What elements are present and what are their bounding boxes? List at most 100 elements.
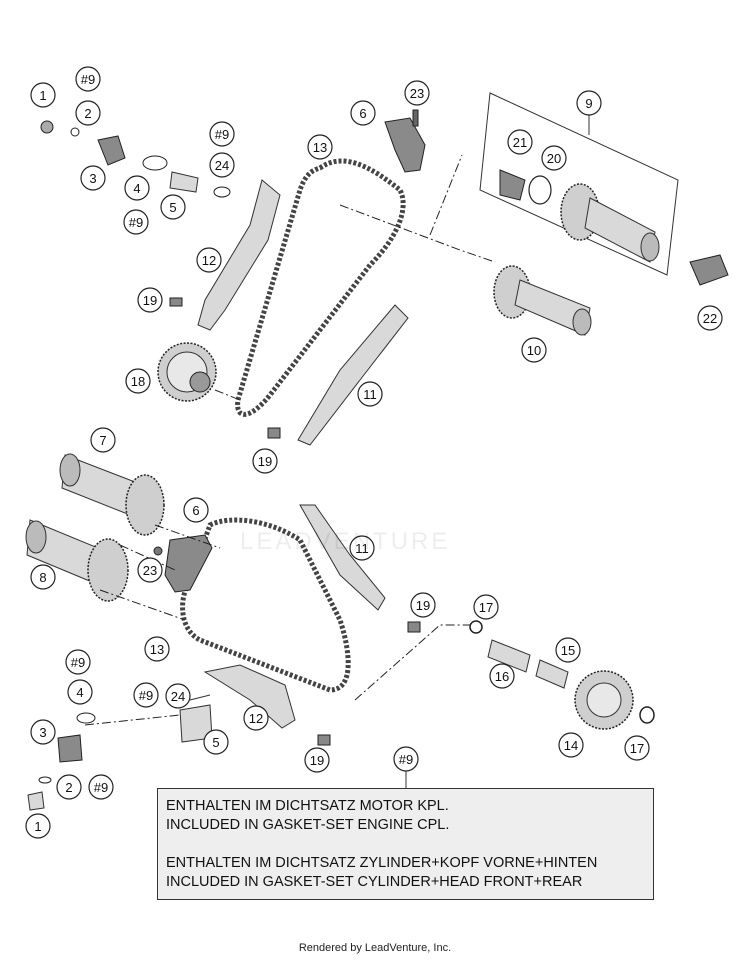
guide-rail-bottom <box>299 504 386 611</box>
callout-label: 4 <box>76 685 83 700</box>
callout-label: 21 <box>513 135 527 150</box>
callout-label: #9 <box>139 688 153 703</box>
camshaft-8 <box>25 519 129 602</box>
callout-11: 11 <box>349 535 375 561</box>
axis-top-1 <box>339 204 496 263</box>
callout-label: 2 <box>84 106 91 121</box>
chain-tensioner-top <box>384 117 426 173</box>
callout-23: 23 <box>137 557 163 583</box>
callout-4: 4 <box>67 679 93 705</box>
callout-label: 16 <box>495 669 509 684</box>
callout-19: 19 <box>304 747 330 773</box>
watermark: LEADVENTURE <box>240 528 451 555</box>
callout-label: 15 <box>561 643 575 658</box>
callout-hash-9: #9 <box>123 209 149 235</box>
callout-5: 5 <box>203 729 229 755</box>
callout-9: 9 <box>576 90 602 116</box>
callout-hash-9: #9 <box>209 121 235 147</box>
callout-label: 1 <box>34 819 41 834</box>
callout-6: 6 <box>183 497 209 523</box>
callout-4: 4 <box>124 175 150 201</box>
callout-3: 3 <box>80 165 106 191</box>
callout-label: 18 <box>131 374 145 389</box>
callout-3: 3 <box>30 719 56 745</box>
bolt-19-top <box>169 297 183 307</box>
callout-label: 1 <box>39 88 46 103</box>
callout-21: 21 <box>507 129 533 155</box>
callout-16: 16 <box>489 663 515 689</box>
intermediate-gear-bottom <box>469 620 655 730</box>
callout-1: 1 <box>30 82 56 108</box>
callout-label: 11 <box>355 541 369 556</box>
bolt-19-bottom <box>317 734 331 746</box>
callout-hash-9: #9 <box>393 746 419 772</box>
callout-label: 7 <box>99 433 106 448</box>
callout-label: 19 <box>310 753 324 768</box>
callout-19: 19 <box>137 287 163 313</box>
callout-label: 23 <box>410 86 424 101</box>
callout-hash-9: #9 <box>65 649 91 675</box>
callout-hash-9: #9 <box>88 774 114 800</box>
callout-22: 22 <box>697 305 723 331</box>
leader-lines <box>189 115 590 788</box>
callout-17: 17 <box>473 594 499 620</box>
axis-top-3 <box>214 389 241 401</box>
axis-bottom-3 <box>84 714 181 726</box>
callout-label: #9 <box>94 780 108 795</box>
callout-label: 14 <box>564 738 578 753</box>
guide-rail-top <box>297 304 409 446</box>
callout-label: 12 <box>202 253 216 268</box>
callout-label: #9 <box>399 752 413 767</box>
callout-label: 11 <box>363 387 377 402</box>
screw-23-bottom <box>153 546 163 556</box>
camshaft-7 <box>59 453 165 536</box>
callout-label: 12 <box>249 711 263 726</box>
axis-bottom-5 <box>99 589 186 621</box>
note-line-2: INCLUDED IN GASKET-SET ENGINE CPL. <box>166 817 450 833</box>
callout-label: 19 <box>416 598 430 613</box>
camshaft-9 <box>499 169 660 263</box>
callout-13: 13 <box>144 636 170 662</box>
callout-label: 6 <box>192 503 199 518</box>
callout-label: 3 <box>39 725 46 740</box>
callout-19: 19 <box>410 592 436 618</box>
tensioner-plunger-parts-bottom <box>27 704 223 811</box>
callout-label: 13 <box>150 642 164 657</box>
callout-label: #9 <box>129 215 143 230</box>
callout-label: 13 <box>313 140 327 155</box>
callout-label: 9 <box>585 96 592 111</box>
axis-bottom-2 <box>154 524 221 549</box>
tensioner-rail-top <box>197 179 281 331</box>
callout-15: 15 <box>555 637 581 663</box>
axis-top-2 <box>429 154 463 236</box>
callout-18: 18 <box>125 368 151 394</box>
gasket-set-note: ENTHALTEN IM DICHTSATZ MOTOR KPL. INCLUD… <box>157 788 654 900</box>
intermediate-gear-top <box>157 342 217 402</box>
callout-label: 19 <box>258 454 272 469</box>
callout-2: 2 <box>56 774 82 800</box>
callout-hash-9: #9 <box>133 682 159 708</box>
axis-bottom-1 <box>119 544 176 571</box>
callout-23: 23 <box>404 80 430 106</box>
callout-24: 24 <box>165 683 191 709</box>
callout-19: 19 <box>252 448 278 474</box>
screw-23-top <box>412 109 419 127</box>
callout-label: 3 <box>89 171 96 186</box>
callout-13: 13 <box>307 134 333 160</box>
callout-label: 24 <box>171 689 185 704</box>
callout-6: 6 <box>350 100 376 126</box>
callout-12: 12 <box>243 705 269 731</box>
callout-17: 17 <box>624 735 650 761</box>
callout-24: 24 <box>209 152 235 178</box>
callout-label: #9 <box>215 127 229 142</box>
tensioner-rail-bottom <box>203 664 296 729</box>
callout-label: 10 <box>527 343 541 358</box>
callout-label: 17 <box>630 741 644 756</box>
assembly-9-frame <box>479 92 679 276</box>
callout-label: 17 <box>479 600 493 615</box>
callout-1: 1 <box>25 813 51 839</box>
bolt-19-right <box>407 621 421 633</box>
callout-2: 2 <box>75 100 101 126</box>
callout-label: 22 <box>703 311 717 326</box>
